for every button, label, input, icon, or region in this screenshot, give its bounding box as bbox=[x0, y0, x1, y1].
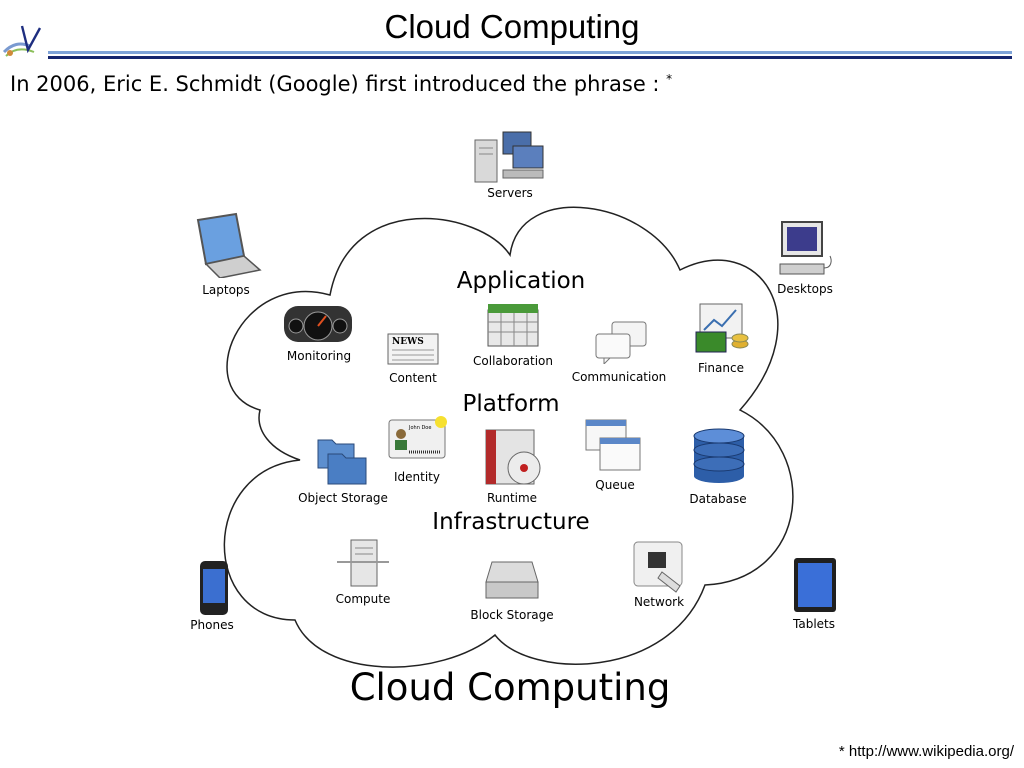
runtime-package-icon bbox=[485, 429, 541, 485]
section-platform: Platform bbox=[462, 391, 560, 417]
network-port-icon bbox=[633, 541, 683, 593]
section-infrastructure: Infrastructure bbox=[432, 509, 590, 535]
object-storage-label: Object Storage bbox=[298, 491, 388, 505]
servers-label: Servers bbox=[487, 186, 533, 200]
news-masthead: NEWS bbox=[392, 337, 424, 347]
cloud-outline bbox=[223, 206, 794, 668]
identity-card-icon: John Doe bbox=[388, 416, 447, 459]
servers-icon bbox=[474, 131, 544, 183]
desktops-label: Desktops bbox=[777, 282, 833, 296]
block-storage-disk-icon bbox=[485, 561, 539, 599]
runtime-label: Runtime bbox=[486, 491, 538, 505]
tablets-label: Tablets bbox=[793, 617, 835, 631]
slide-title: Cloud Computing bbox=[384, 8, 640, 45]
title-rule-dark bbox=[48, 56, 1012, 59]
collaboration-calendar-icon bbox=[487, 304, 539, 347]
communication-label: Communication bbox=[571, 370, 667, 384]
laptops-label: Laptops bbox=[202, 283, 250, 297]
section-application: Application bbox=[456, 268, 586, 294]
news-content-icon: NEWS bbox=[387, 333, 439, 365]
subtitle-text: In 2006, Eric E. Schmidt (Google) first … bbox=[10, 72, 667, 96]
identity-label: Identity bbox=[394, 470, 440, 484]
compute-server-icon bbox=[337, 539, 389, 587]
object-storage-folders-icon bbox=[317, 439, 367, 485]
queue-windows-icon bbox=[585, 419, 641, 471]
network-label: Network bbox=[633, 595, 685, 609]
cloud-diagram: Servers Laptops Desktops Phones Tablets … bbox=[180, 120, 860, 720]
id-card-name: John Doe bbox=[408, 425, 431, 431]
monitoring-label: Monitoring bbox=[286, 349, 352, 363]
communication-bubbles-icon bbox=[595, 321, 647, 364]
tablet-icon bbox=[794, 558, 836, 612]
diagram-heading: Cloud Computing bbox=[349, 666, 671, 709]
block-storage-label: Block Storage bbox=[470, 608, 554, 622]
subtitle: In 2006, Eric E. Schmidt (Google) first … bbox=[10, 72, 672, 96]
finance-label: Finance bbox=[698, 361, 744, 375]
finance-chart-icon bbox=[695, 303, 749, 353]
monitoring-gauge-icon bbox=[284, 306, 352, 342]
database-label: Database bbox=[689, 492, 747, 506]
logo-icon bbox=[0, 22, 48, 60]
database-icon bbox=[693, 428, 745, 483]
footnote-source: * http://www.wikipedia.org/ bbox=[838, 743, 1014, 760]
content-label: Content bbox=[389, 371, 437, 385]
collaboration-label: Collaboration bbox=[473, 354, 553, 368]
laptop-icon bbox=[196, 212, 262, 278]
footnote-mark: * bbox=[666, 72, 673, 86]
desktop-icon bbox=[779, 221, 832, 275]
phone-icon bbox=[200, 561, 228, 615]
queue-label: Queue bbox=[595, 478, 635, 492]
compute-label: Compute bbox=[335, 592, 391, 606]
title-rule-light bbox=[48, 51, 1012, 54]
phones-label: Phones bbox=[190, 618, 234, 632]
